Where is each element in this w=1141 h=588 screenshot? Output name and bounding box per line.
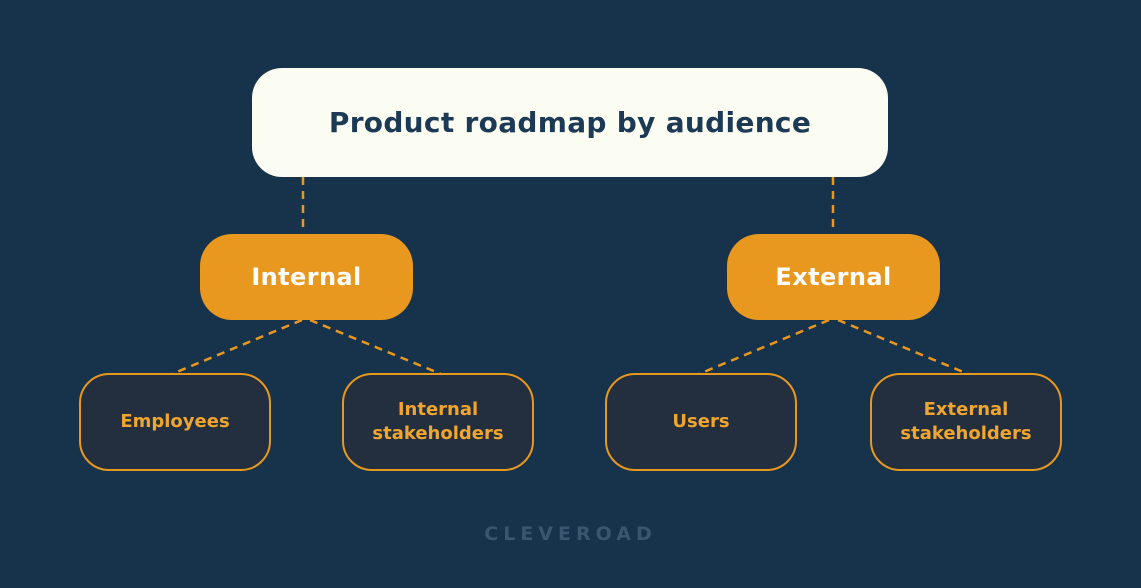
leaf-users-label: Users [672, 410, 730, 432]
leaf-external-stakeholders-label: External stakeholders [900, 398, 1032, 444]
root-node-title: Product roadmap by audience [252, 68, 888, 177]
cleveroad-watermark: CLEVEROAD [484, 523, 657, 545]
connector-internal-internal-stakeholders [309, 318, 442, 376]
root-node-label: Product roadmap by audience [328, 106, 812, 139]
leaf-node-internal-stakeholders: Internal stakeholders [342, 373, 534, 471]
connector-external-external-stakeholders [837, 318, 969, 376]
branch-node-internal: Internal [200, 234, 413, 320]
leaf-node-external-stakeholders: External stakeholders [870, 373, 1062, 471]
connector-external-users [698, 318, 830, 376]
leaf-node-employees: Employees [79, 373, 271, 471]
branch-external-label: External [775, 263, 892, 291]
leaf-node-users: Users [605, 373, 797, 471]
branch-internal-label: Internal [251, 263, 362, 291]
leaf-internal-stakeholders-label: Internal stakeholders [372, 398, 504, 444]
branch-node-external: External [727, 234, 940, 320]
connector-internal-employees [171, 318, 303, 376]
leaf-employees-label: Employees [120, 410, 230, 432]
